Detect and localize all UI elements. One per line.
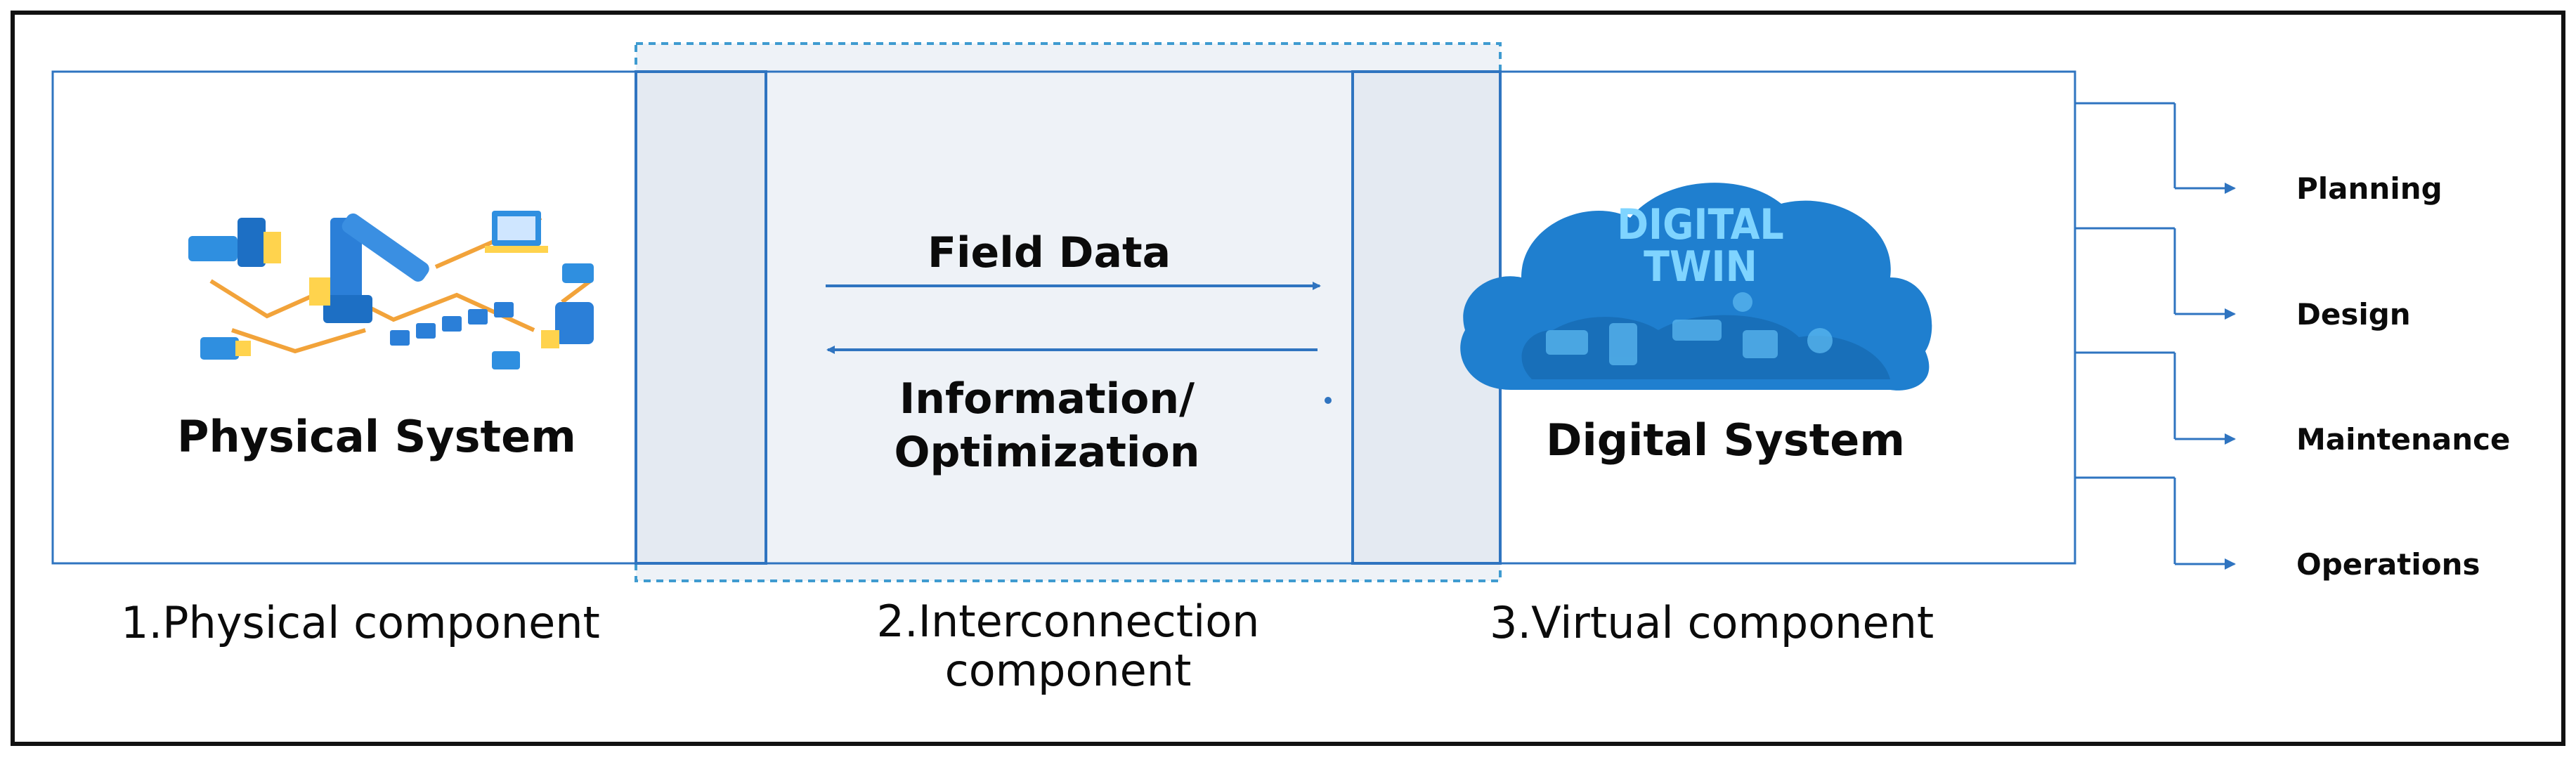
output-planning-label: Planning	[2296, 171, 2442, 206]
physical-interface-bar	[635, 70, 767, 565]
robot-arm-icon	[188, 218, 281, 267]
information-line-1: Information/	[899, 374, 1195, 424]
connector-dot	[1325, 397, 1332, 404]
interconnection-component-label: 2.Interconnection component	[822, 597, 1314, 695]
information-line-2: Optimization	[894, 428, 1200, 477]
virtual-component-label: 3.Virtual component	[1490, 597, 1934, 648]
cloud-title-line-2: TWIN	[1644, 242, 1757, 291]
digital-system-label: Digital System	[1546, 414, 1905, 466]
laptop-icon	[485, 211, 548, 253]
output-design-label: Design	[2296, 297, 2411, 332]
output-maintenance-label: Maintenance	[2296, 422, 2511, 457]
outer-frame	[11, 11, 2565, 746]
robot-arm-icon	[309, 213, 429, 323]
information-label: Information/ Optimization	[864, 372, 1230, 479]
printer-icon	[541, 302, 594, 348]
interconnection-component-line-2: component	[944, 645, 1192, 696]
device-icon	[562, 263, 594, 283]
output-branches	[2075, 102, 2236, 570]
physical-component-label: 1.Physical component	[121, 597, 600, 648]
interconnection-component-line-1: 2.Interconnection	[876, 596, 1260, 647]
field-data-label: Field Data	[928, 228, 1171, 277]
cloud-title-line-1: DIGITAL	[1617, 200, 1784, 249]
physical-system-label: Physical System	[177, 411, 576, 462]
output-operations-label: Operations	[2296, 547, 2480, 582]
conveyor-icon	[390, 302, 514, 346]
system-boundary	[51, 70, 2076, 565]
cloud-title: DIGITAL TWIN	[1567, 204, 1834, 288]
physical-system-illustration	[188, 211, 594, 369]
device-icon	[200, 337, 239, 360]
cloud-icon	[1460, 183, 1932, 391]
